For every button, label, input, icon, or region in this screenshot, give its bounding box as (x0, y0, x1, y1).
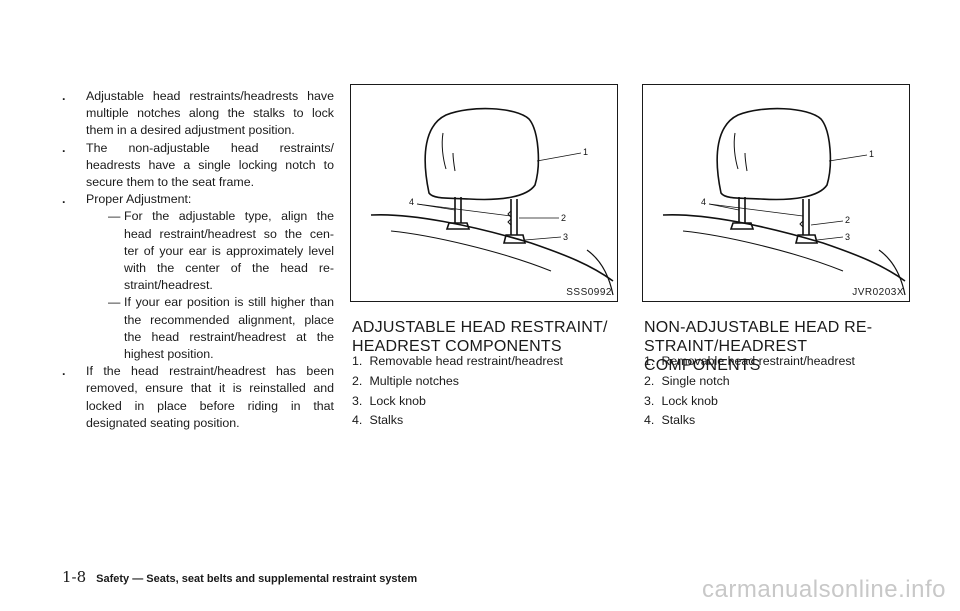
item-number: 3. (644, 393, 655, 408)
dash-mark: — (108, 209, 121, 224)
bullet-proper-adjustment: . Proper Adjustment: (62, 191, 334, 208)
item-number: 4. (352, 413, 363, 428)
bullet-non-adjustable: . The non-adjustable head restraints/ he… (62, 140, 334, 192)
page-number: 1-8 (62, 568, 87, 586)
sub-item-adjustable-type: —For the adjustable type, align the head… (86, 208, 334, 294)
item-text: Multiple notches (369, 373, 459, 388)
item-number: 2. (352, 373, 363, 388)
figure-adjustable-headrest: 1 2 3 4 SSS0992 (350, 84, 618, 302)
callout-3: 3 (845, 232, 850, 242)
left-text-column: . Adjustable head restraints/headrests h… (62, 88, 334, 432)
item-text: Lock knob (661, 393, 718, 408)
item-text: Stalks (369, 413, 404, 428)
figure-code: SSS0992 (566, 287, 612, 298)
sub-text: For the adjustable type, align the head … (124, 209, 334, 293)
bullet-mark: . (62, 192, 66, 207)
callout-2: 2 (561, 213, 566, 223)
item-number: 3. (352, 393, 363, 408)
list-item: 3. Lock knob (644, 392, 855, 412)
components-list-adjustable: 1. Removable head restraint/headrest 2. … (352, 352, 563, 431)
item-text: Stalks (661, 413, 696, 428)
bullet-text: Proper Adjustment: (86, 192, 192, 207)
callout-1: 1 (869, 149, 874, 159)
section-title: Safety — Seats, seat belts and supplemen… (96, 573, 418, 585)
bullet-reinstall: . If the head restraint/headrest has bee… (62, 363, 334, 432)
callout-2: 2 (845, 215, 850, 225)
item-text: Removable head restraint/headrest (369, 354, 563, 368)
bullet-text: The non-adjustable head restraints/ head… (86, 140, 334, 190)
callout-3: 3 (563, 232, 568, 242)
list-item: 2. Single notch (644, 372, 855, 392)
page-footer: 1-8 Safety — Seats, seat belts and suppl… (62, 568, 417, 586)
list-item: 4. Stalks (644, 411, 855, 431)
list-item: 2. Multiple notches (352, 372, 563, 392)
headrest-illustration: 1 2 3 4 (662, 107, 906, 296)
section-heading-non-adjustable: NON-ADJUSTABLE HEAD RE- STRAINT/HEADREST… (644, 319, 873, 374)
callout-4: 4 (701, 197, 706, 207)
sub-item-ear-higher: —If your ear position is still higher th… (86, 294, 334, 363)
item-number: 1. (352, 354, 363, 368)
item-number: 2. (644, 373, 655, 388)
item-number: 4. (644, 413, 655, 428)
figure-non-adjustable-headrest: 1 2 3 4 JVR0203X (642, 84, 910, 302)
item-text: Single notch (661, 373, 730, 388)
bullet-mark: . (62, 89, 66, 103)
list-item: 1. Removable head restraint/headrest (644, 352, 855, 372)
item-text: Lock knob (369, 393, 426, 408)
section-heading-adjustable: ADJUSTABLE HEAD RESTRAINT/ HEADREST COMP… (352, 319, 608, 355)
components-list-non-adjustable: 1. Removable head restraint/headrest 2. … (644, 352, 855, 431)
watermark: carmanualsonline.info (702, 576, 946, 603)
dash-mark: — (108, 295, 121, 310)
list-item: 1. Removable head restraint/headrest (352, 352, 563, 372)
bullet-mark: . (62, 364, 66, 379)
list-item: 3. Lock knob (352, 392, 563, 412)
item-number: 1. (644, 354, 655, 368)
figure-code: JVR0203X (852, 287, 904, 298)
list-item: 4. Stalks (352, 411, 563, 431)
bullet-mark: . (62, 140, 66, 155)
headrest-illustration: 1 2 3 4 (370, 107, 614, 296)
item-text: Removable head restraint/headrest (661, 354, 855, 368)
callout-1: 1 (583, 147, 588, 157)
bullet-text: If the head restraint/headrest has been … (86, 364, 334, 430)
sub-text: If your ear position is still higher tha… (124, 295, 334, 362)
bullet-adjustable: . Adjustable head restraints/headrests h… (62, 88, 334, 140)
callout-4: 4 (409, 197, 414, 207)
bullet-text: Adjustable head restraints/headrests hav… (86, 89, 334, 138)
